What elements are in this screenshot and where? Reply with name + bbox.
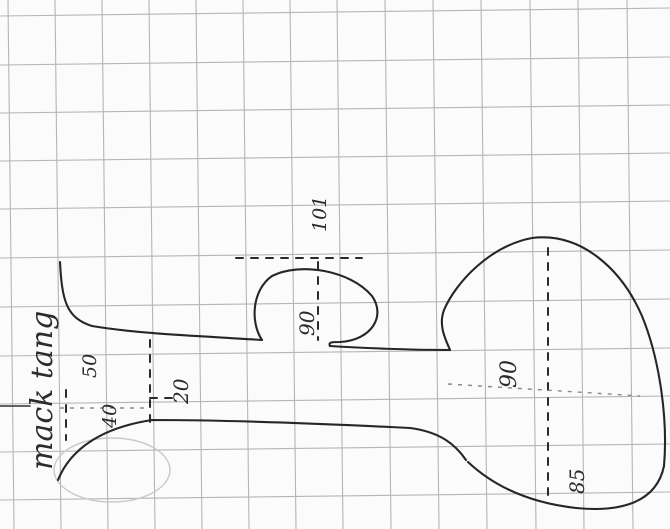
bulb-width-measure: 90 xyxy=(295,310,319,336)
grid-line-vertical xyxy=(242,0,250,529)
grid-line-horizontal xyxy=(0,104,670,114)
grid-line-vertical xyxy=(480,0,488,529)
grid-line-horizontal xyxy=(0,491,670,501)
grid-line-vertical xyxy=(577,0,585,529)
body-width-measure: 90 xyxy=(497,360,522,388)
body-bottom-measure: 85 xyxy=(565,469,589,494)
grid-line-vertical xyxy=(101,0,109,529)
small-bulb-outline xyxy=(253,268,379,348)
grid-line-horizontal xyxy=(0,347,670,357)
grid-line-horizontal xyxy=(0,56,670,66)
grid-line-vertical xyxy=(529,0,537,529)
body-mid-line xyxy=(447,383,641,397)
grid-line-vertical xyxy=(195,0,203,529)
grid-line-vertical xyxy=(626,0,634,529)
grid-line-vertical xyxy=(54,0,62,529)
tank-outline-top xyxy=(58,260,264,342)
grid-line-horizontal xyxy=(0,395,670,405)
tank-outline-bottom xyxy=(56,418,468,482)
large-body-outline xyxy=(440,236,667,511)
grid-line-vertical xyxy=(336,0,344,529)
stem-bottom-measure: 40 xyxy=(99,404,121,429)
grid-line-vertical xyxy=(289,0,297,529)
stem-top-measure: 50 xyxy=(79,354,101,378)
grid-line-vertical xyxy=(7,0,15,529)
neck-width-measure: 20 xyxy=(169,378,193,405)
bulb-top-measure: 101 xyxy=(309,196,331,232)
faint-pencil-circle xyxy=(53,437,171,503)
title-label: mack tang xyxy=(25,311,60,470)
grid-line-horizontal xyxy=(0,443,670,453)
grid-line-horizontal xyxy=(0,249,670,259)
grid-line-horizontal xyxy=(0,152,670,162)
grid-line-horizontal xyxy=(0,298,670,308)
grid-line-horizontal xyxy=(0,7,670,17)
grid-line-vertical xyxy=(432,0,440,529)
grid-line-horizontal xyxy=(0,200,670,210)
grid-line-vertical xyxy=(148,0,156,529)
connector-outline xyxy=(328,344,452,352)
grid-line-vertical xyxy=(384,0,392,529)
